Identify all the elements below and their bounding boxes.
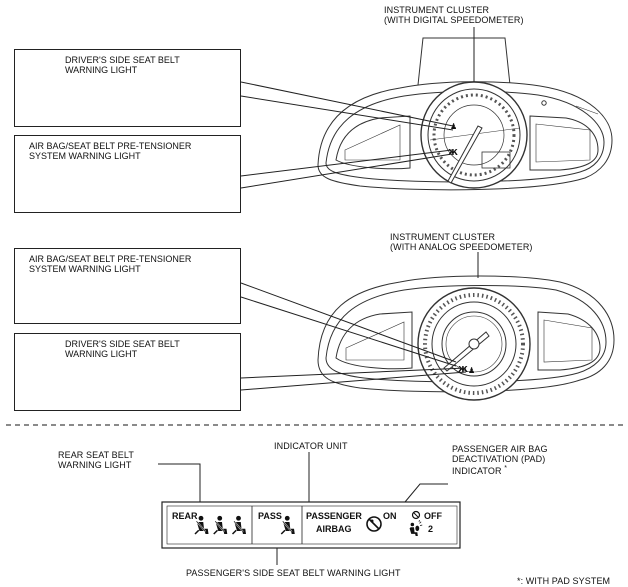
callout-line-2: WARNING LIGHT [65,65,138,75]
analog-cluster-title-2: (WITH ANALOG SPEEDOMETER) [390,242,533,252]
panel-pass: PASS [258,511,282,521]
pad-label-2: DEACTIVATION (PAD) [452,454,546,464]
analog-cluster-drawing: Ж ♟ [317,275,615,401]
svg-text:Ж: Ж [448,148,458,157]
analog-cluster-title-1: INSTRUMENT CLUSTER [390,232,496,242]
footnote: *: WITH PAD SYSTEM [517,576,611,586]
pad-on-icon [366,516,382,532]
callout-line-1: AIR BAG/SEAT BELT PRE-TENSIONER [29,141,192,151]
svg-text:♟: ♟ [450,122,457,131]
digital-cluster-title-1: INSTRUMENT CLUSTER [384,5,490,15]
svg-text:♟: ♟ [468,366,475,375]
digital-cluster-title-2: (WITH DIGITAL SPEEDOMETER) [384,15,524,25]
panel-airbag: AIRBAG [316,524,352,534]
pad-label-3-text: INDICATOR [452,466,502,476]
callout-airbag-mid: AIR BAG/SEAT BELT PRE-TENSIONER SYSTEM W… [14,248,241,324]
panel-two: 2 [428,524,434,534]
callout-line-2: SYSTEM WARNING LIGHT [29,264,141,274]
callout-line-1: DRIVER'S SIDE SEAT BELT [65,55,180,65]
passenger-seatbelt-label: PASSENGER'S SIDE SEAT BELT WARNING LIGHT [186,568,401,578]
leader-lines [240,27,479,391]
pad-label-1: PASSENGER AIR BAG [452,444,548,454]
callout-line-1: DRIVER'S SIDE SEAT BELT [65,339,180,349]
panel-passenger: PASSENGER [306,511,362,521]
digital-cluster-drawing: ♟ Ж [317,37,613,191]
panel-rear: REAR [172,511,198,521]
indicator-unit-title: INDICATOR UNIT [274,441,348,451]
panel-off: OFF [424,511,442,521]
rear-seatbelt-label-1: REAR SEAT BELT [58,450,134,460]
svg-text:Ж: Ж [458,365,468,374]
pad-label-3: INDICATOR * [452,464,507,476]
callout-line-1: AIR BAG/SEAT BELT PRE-TENSIONER [29,254,192,264]
panel-on: ON [383,511,397,521]
callout-driver-seatbelt-top: DRIVER'S SIDE SEAT BELT WARNING LIGHT [14,49,241,127]
callout-driver-seatbelt-mid: DRIVER'S SIDE SEAT BELT WARNING LIGHT [14,333,241,411]
callout-airbag-top: AIR BAG/SEAT BELT PRE-TENSIONER SYSTEM W… [14,135,241,213]
pad-asterisk: * [504,465,508,472]
callout-line-2: WARNING LIGHT [65,349,138,359]
pad-off-icon [409,510,423,537]
callout-line-2: SYSTEM WARNING LIGHT [29,151,141,161]
rear-seatbelt-label-2: WARNING LIGHT [58,460,132,470]
